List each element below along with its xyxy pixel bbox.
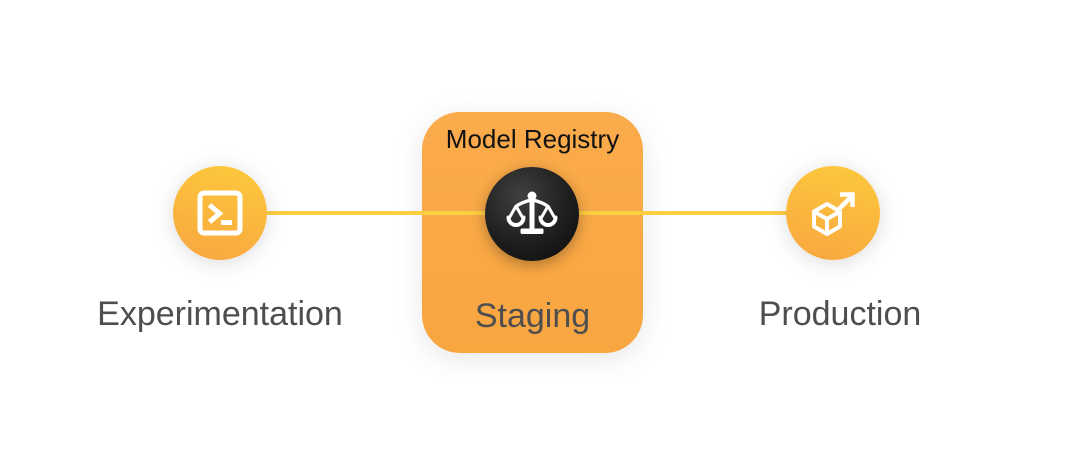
stage-label-production: Production bbox=[758, 295, 922, 333]
card-title: Model Registry bbox=[445, 124, 620, 154]
production-node bbox=[786, 166, 880, 260]
cube-deploy-icon bbox=[805, 185, 861, 241]
registry-badge bbox=[485, 167, 579, 261]
stage-label-staging: Staging bbox=[474, 297, 591, 335]
stage-label-experimentation: Experimentation bbox=[97, 295, 343, 333]
experimentation-node bbox=[173, 166, 267, 260]
balance-scale-icon bbox=[504, 186, 560, 242]
terminal-icon bbox=[192, 185, 248, 241]
